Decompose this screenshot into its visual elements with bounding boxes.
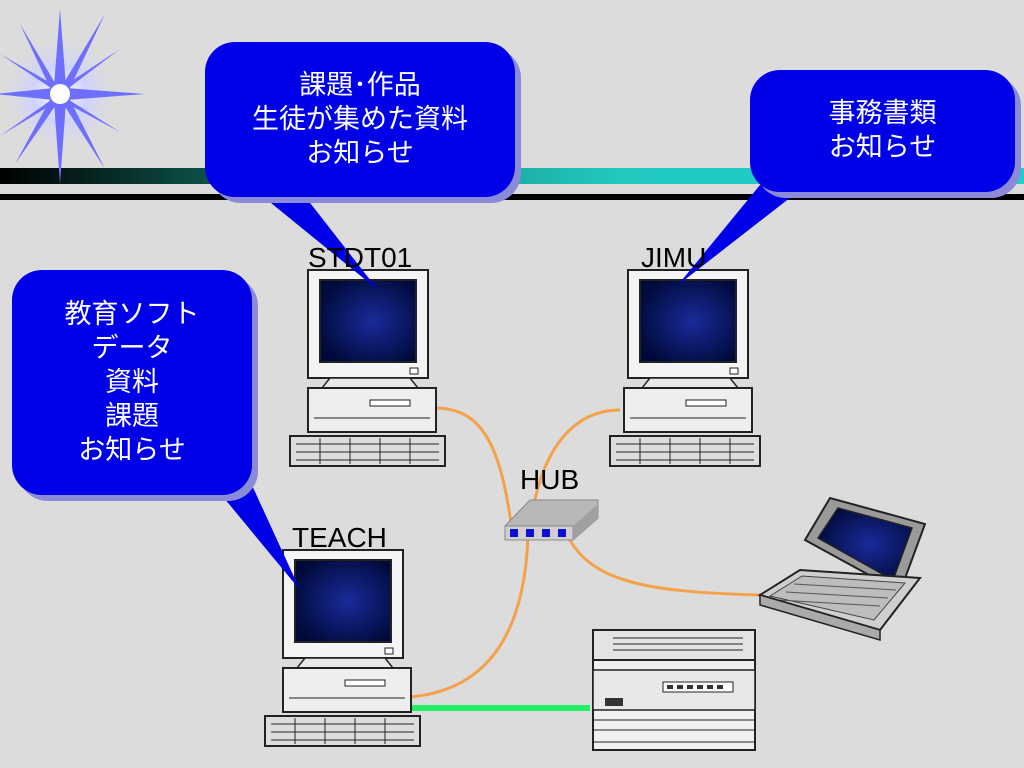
laptop [757, 496, 927, 641]
network-cables [409, 406, 761, 699]
pc-teacher [264, 549, 421, 747]
callout-student-line-2: 生徒が集めた資料 [252, 103, 468, 135]
callout-student: 課題･作品 生徒が集めた資料 お知らせ [205, 42, 515, 197]
callout-teacher-line-2: データ [91, 332, 173, 364]
callout-student-line-1: 課題･作品 [299, 69, 421, 101]
callout-teacher-line-1: 教育ソフト [64, 298, 200, 330]
callout-teacher-tail [205, 470, 300, 590]
pc-office [609, 269, 761, 467]
star-icon [0, 9, 145, 184]
callout-office: 事務書類 お知らせ [750, 70, 1015, 192]
callout-student-line-3: お知らせ [306, 137, 414, 169]
callout-student-tail [255, 190, 378, 290]
label-office-pc: JIMU [641, 242, 707, 273]
callout-teacher-line-3: 資料 [105, 366, 159, 398]
callout-teacher-line-5: お知らせ [78, 434, 186, 466]
callout-office-tail [678, 185, 800, 285]
callout-teacher-line-4: 課題 [105, 400, 159, 432]
callout-office-line-1: 事務書類 [828, 98, 937, 129]
cable-laptop [565, 534, 761, 597]
hub-device [504, 499, 599, 541]
title-underline [0, 194, 1024, 200]
label-student-pc: STDT01 [308, 242, 413, 273]
pc-student [289, 269, 446, 467]
cable-student [427, 406, 514, 531]
callout-office-line-2: お知らせ [828, 132, 937, 163]
callout-teacher: 教育ソフト データ 資料 課題 お知らせ [12, 270, 252, 495]
cable-teacher [409, 534, 530, 699]
label-teacher-pc: TEACH [292, 522, 387, 553]
printer [592, 629, 756, 751]
label-hub: HUB [520, 464, 580, 495]
